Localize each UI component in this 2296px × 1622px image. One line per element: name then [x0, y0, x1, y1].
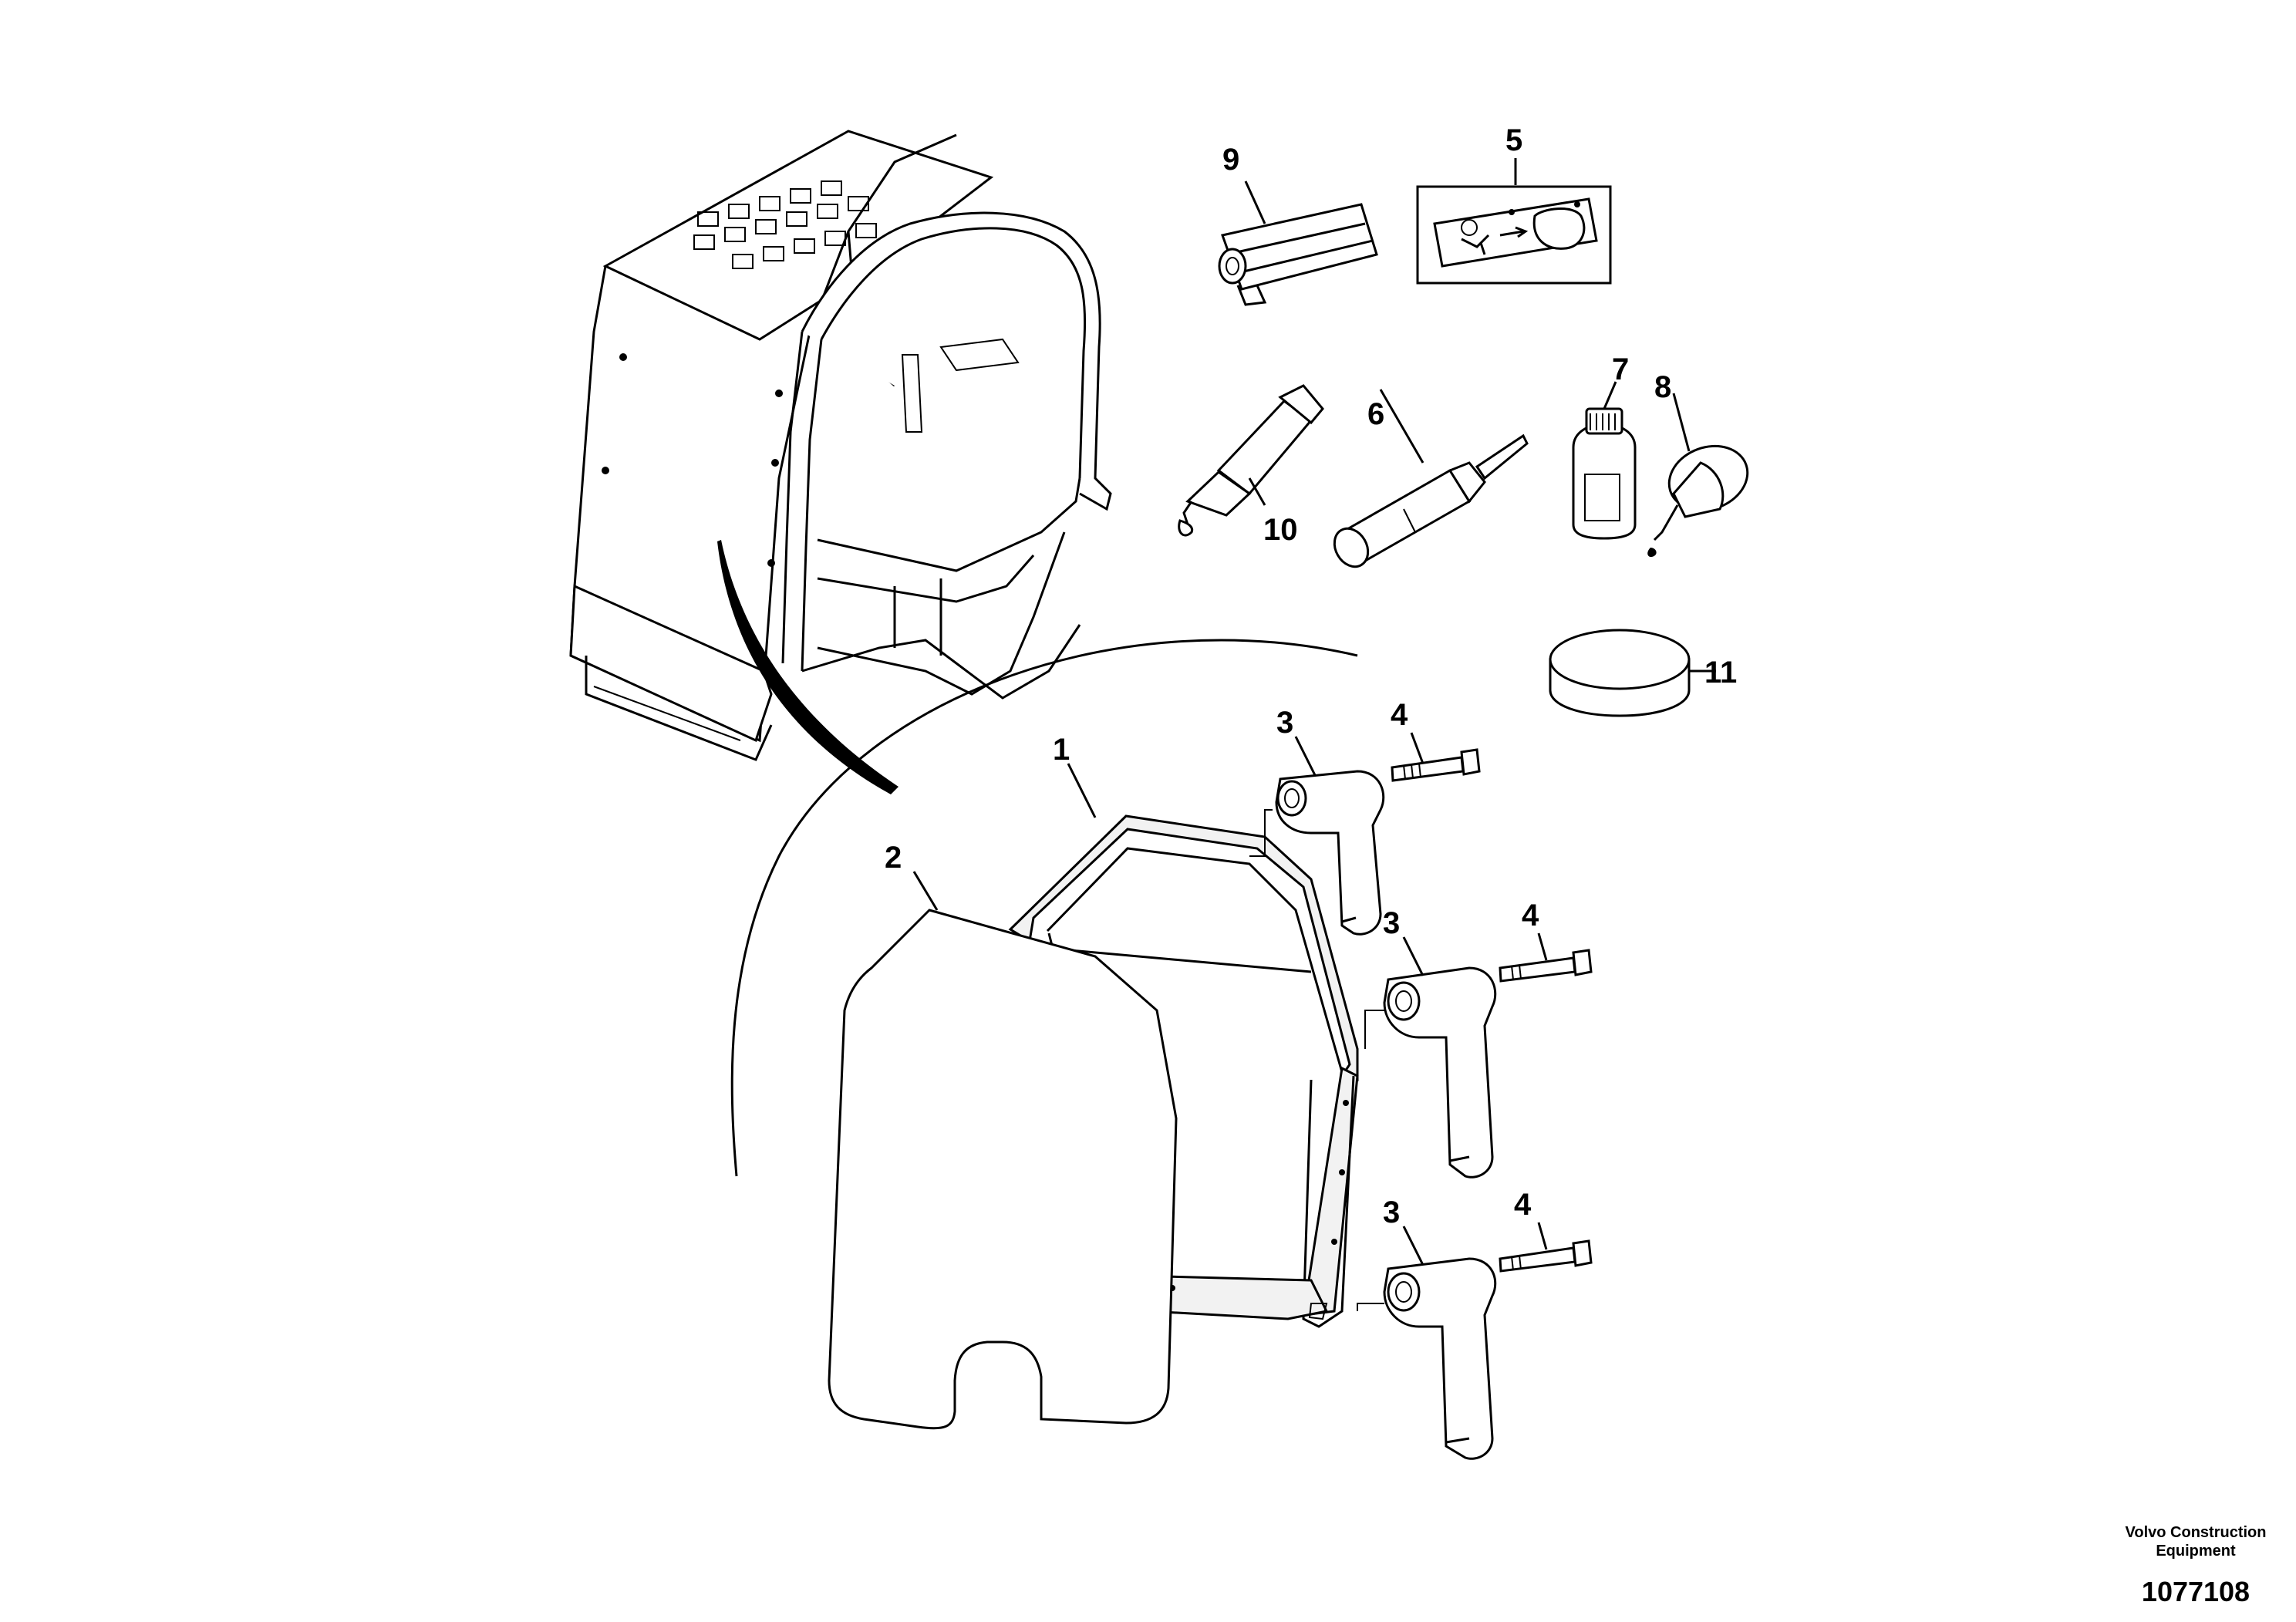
window-glass	[828, 909, 1178, 1430]
callout-11: 11	[1704, 656, 1737, 690]
callout-9: 9	[1222, 143, 1239, 177]
cap-disc	[1549, 629, 1691, 717]
applicator-bottle	[1647, 444, 1749, 558]
latch-handle-top	[1275, 770, 1385, 936]
cab-drawing	[569, 130, 1112, 761]
sealant-cartridge	[1333, 433, 1529, 568]
callout-3-bottom: 3	[1383, 1195, 1400, 1229]
adhesive-tube	[1178, 384, 1324, 537]
callout-3-top: 3	[1276, 706, 1293, 740]
decal	[1416, 185, 1612, 285]
callout-4-middle: 4	[1522, 899, 1539, 932]
callout-3-middle: 3	[1383, 906, 1400, 940]
primer-bottle	[1572, 407, 1637, 540]
bolt-top	[1391, 748, 1481, 782]
detail-view-arc	[730, 639, 1358, 1177]
callout-6: 6	[1367, 397, 1384, 431]
callout-4-top: 4	[1391, 698, 1408, 732]
callout-1: 1	[1053, 733, 1070, 767]
callout-7: 7	[1612, 352, 1629, 386]
callout-4-bottom: 4	[1514, 1188, 1532, 1222]
callout-10: 10	[1263, 513, 1298, 547]
window-frame	[1008, 814, 1359, 1328]
handle-connector	[1249, 809, 1273, 857]
callout-8: 8	[1654, 370, 1671, 404]
latch-handle-middle	[1383, 966, 1497, 1179]
latch-handle-bottom	[1383, 1257, 1497, 1460]
callout-2: 2	[885, 841, 902, 875]
brand-label: Volvo Construction Equipment	[2125, 1524, 2267, 1560]
document-number: 1077108	[2141, 1576, 2250, 1607]
bolt-middle	[1499, 949, 1593, 983]
bolt-bottom	[1499, 1239, 1593, 1273]
handle-connector	[1357, 1303, 1384, 1311]
callout-5: 5	[1505, 123, 1522, 157]
handle-connector	[1364, 1010, 1384, 1049]
seal-strip	[1218, 203, 1378, 306]
leader-lines	[912, 158, 1716, 1266]
